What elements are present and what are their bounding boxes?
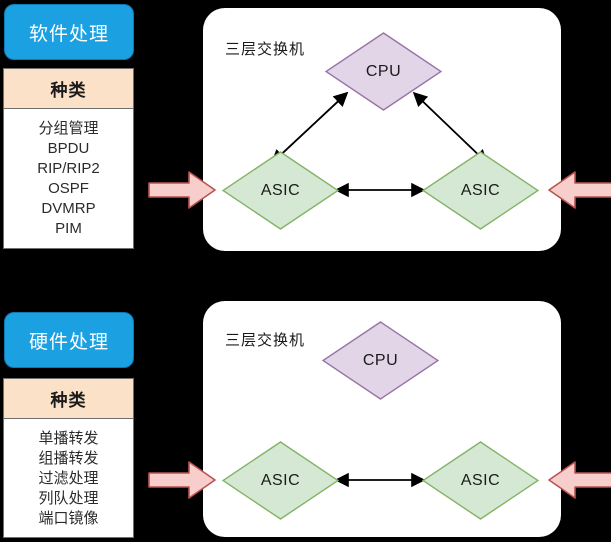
list-item: 端口镜像 bbox=[38, 510, 99, 527]
software-processing-label: 软件处理 bbox=[28, 23, 109, 45]
software-cpu-node[interactable]: CPU bbox=[325, 32, 442, 111]
list-item: 列队处理 bbox=[38, 490, 99, 507]
software-asic-left-node[interactable]: ASIC bbox=[222, 151, 339, 230]
hardware-processing-badge[interactable]: 硬件处理 bbox=[4, 312, 134, 368]
list-item: 过滤处理 bbox=[38, 470, 99, 487]
hardware-legend-header: 种类 bbox=[4, 379, 133, 419]
software-processing-badge[interactable]: 软件处理 bbox=[4, 4, 134, 60]
asic-diamond-shape bbox=[222, 441, 339, 520]
list-item: 分组管理 bbox=[38, 120, 99, 137]
cpu-diamond-shape bbox=[325, 32, 442, 111]
list-item: OSPF bbox=[48, 180, 89, 197]
software-legend-table: 种类 分组管理 BPDU RIP/RIP2 OSPF DVMRP PIM bbox=[3, 68, 134, 249]
hardware-panel-title: 三层交换机 bbox=[225, 332, 306, 349]
hardware-asic-right-label: ASIC bbox=[460, 471, 501, 489]
hardware-ingress-arrow-left bbox=[148, 460, 216, 500]
software-ingress-arrow-right bbox=[548, 170, 611, 210]
software-asic-right-node[interactable]: ASIC bbox=[422, 151, 539, 230]
asic-diamond-shape bbox=[422, 151, 539, 230]
hardware-legend-table: 种类 单播转发 组播转发 过滤处理 列队处理 端口镜像 bbox=[3, 378, 134, 538]
software-legend-items: 分组管理 BPDU RIP/RIP2 OSPF DVMRP PIM bbox=[4, 109, 133, 249]
hardware-asic-left-label: ASIC bbox=[260, 471, 301, 489]
list-item: PIM bbox=[55, 220, 82, 237]
hardware-asic-left-node[interactable]: ASIC bbox=[222, 441, 339, 520]
hardware-asic-right-node[interactable]: ASIC bbox=[422, 441, 539, 520]
software-asic-left-label: ASIC bbox=[260, 181, 301, 199]
list-item: BPDU bbox=[47, 140, 90, 157]
list-item: 组播转发 bbox=[38, 450, 99, 467]
hardware-cpu-node[interactable]: CPU bbox=[322, 321, 439, 400]
asic-diamond-shape bbox=[222, 151, 339, 230]
software-cpu-label: CPU bbox=[365, 62, 402, 80]
asic-diamond-shape bbox=[422, 441, 539, 520]
cpu-diamond-shape bbox=[322, 321, 439, 400]
hardware-ingress-arrow-right bbox=[548, 460, 611, 500]
software-panel-title: 三层交换机 bbox=[225, 41, 306, 58]
list-item: DVMRP bbox=[41, 200, 96, 217]
list-item: 单播转发 bbox=[38, 430, 99, 447]
hardware-legend-items: 单播转发 组播转发 过滤处理 列队处理 端口镜像 bbox=[4, 419, 133, 539]
hardware-processing-label: 硬件处理 bbox=[28, 331, 109, 353]
hardware-cpu-label: CPU bbox=[362, 351, 399, 369]
list-item: RIP/RIP2 bbox=[37, 160, 100, 177]
software-legend-header: 种类 bbox=[4, 69, 133, 109]
software-ingress-arrow-left bbox=[148, 170, 216, 210]
software-asic-right-label: ASIC bbox=[460, 181, 501, 199]
